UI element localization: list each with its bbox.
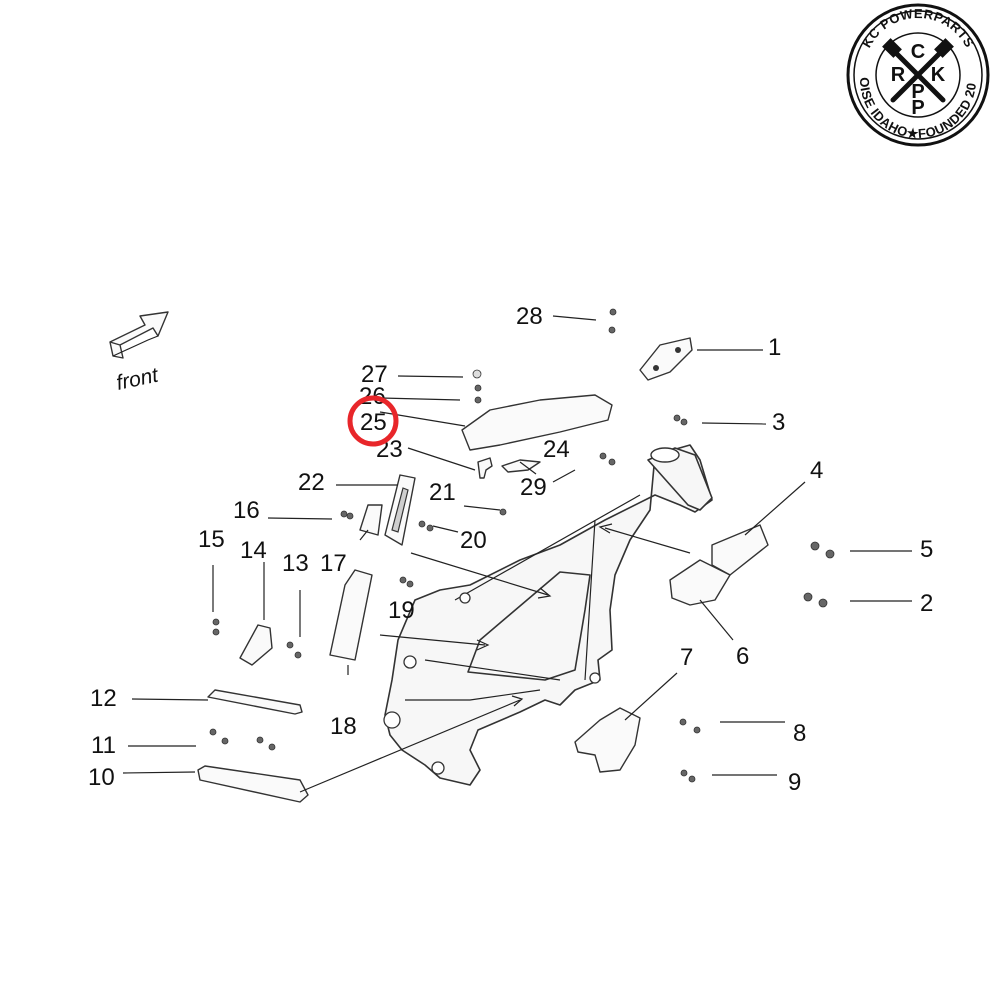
- main-frame: [383, 444, 713, 786]
- part-17-bracket: [359, 504, 383, 536]
- callout-3: 3: [772, 409, 785, 436]
- part-22-panel: [384, 474, 416, 546]
- callout-13: 13: [282, 550, 309, 577]
- callout-25: 25: [360, 409, 387, 436]
- logo-letter-c: C: [911, 41, 925, 63]
- callout-21: 21: [429, 479, 456, 506]
- callout-6: 6: [736, 643, 749, 670]
- part-4-plate: [711, 524, 769, 576]
- leader-lines: [122, 315, 912, 793]
- part-6-plate: [669, 559, 731, 606]
- logo-letter-p2: P: [911, 97, 924, 119]
- part-23-post: [477, 457, 493, 479]
- part-7-guard: [574, 707, 641, 773]
- logo-bottom-text: BOISE IDAHO★FOUNDED 2022: [0, 0, 979, 141]
- callout-9: 9: [788, 769, 801, 796]
- callout-18: 18: [330, 713, 357, 740]
- callout-7: 7: [680, 644, 693, 671]
- callout-10: 10: [88, 764, 115, 791]
- callout-28: 28: [516, 303, 543, 330]
- part-1-bracket: [639, 337, 693, 381]
- part-25-cover: [461, 394, 613, 451]
- part-14-bracket: [239, 624, 273, 666]
- callout-29: 29: [520, 474, 547, 501]
- part-24-clip: [501, 459, 541, 473]
- fasteners: [209, 308, 835, 783]
- callout-8: 8: [793, 720, 806, 747]
- callout-12: 12: [90, 685, 117, 712]
- logo-letter-r: R: [891, 64, 906, 86]
- callout-15: 15: [198, 526, 225, 553]
- highlight-circle: [347, 395, 399, 447]
- kc-powerparts-logo: KC POWERPARTS BOISE IDAHO★FOUNDED 2022 C…: [0, 0, 990, 147]
- callout-1: 1: [768, 334, 781, 361]
- callout-16: 16: [233, 497, 260, 524]
- callout-17: 17: [320, 550, 347, 577]
- callout-4: 4: [810, 457, 823, 484]
- callout-numbers: 28 1 27 26 3 23 24 4 22 21 29 16 20 15 1…: [88, 303, 933, 796]
- part-10-rail: [197, 765, 309, 803]
- callout-11: 11: [91, 732, 116, 759]
- callout-27: 27: [361, 361, 388, 388]
- part-12-strip: [207, 689, 303, 715]
- logo-letter-p: P: [911, 81, 924, 103]
- logo-letter-k: K: [931, 64, 946, 86]
- front-label: front: [114, 363, 161, 394]
- callout-22: 22: [298, 469, 325, 496]
- callout-2: 2: [920, 590, 933, 617]
- part-18-panel: [329, 569, 373, 661]
- callout-24: 24: [543, 436, 570, 463]
- leader-arrows: [379, 523, 691, 707]
- callout-14: 14: [240, 537, 267, 564]
- callout-5: 5: [920, 536, 933, 563]
- callout-19: 19: [388, 597, 415, 624]
- front-direction-arrow-icon: [109, 311, 169, 359]
- callout-20: 20: [460, 527, 487, 554]
